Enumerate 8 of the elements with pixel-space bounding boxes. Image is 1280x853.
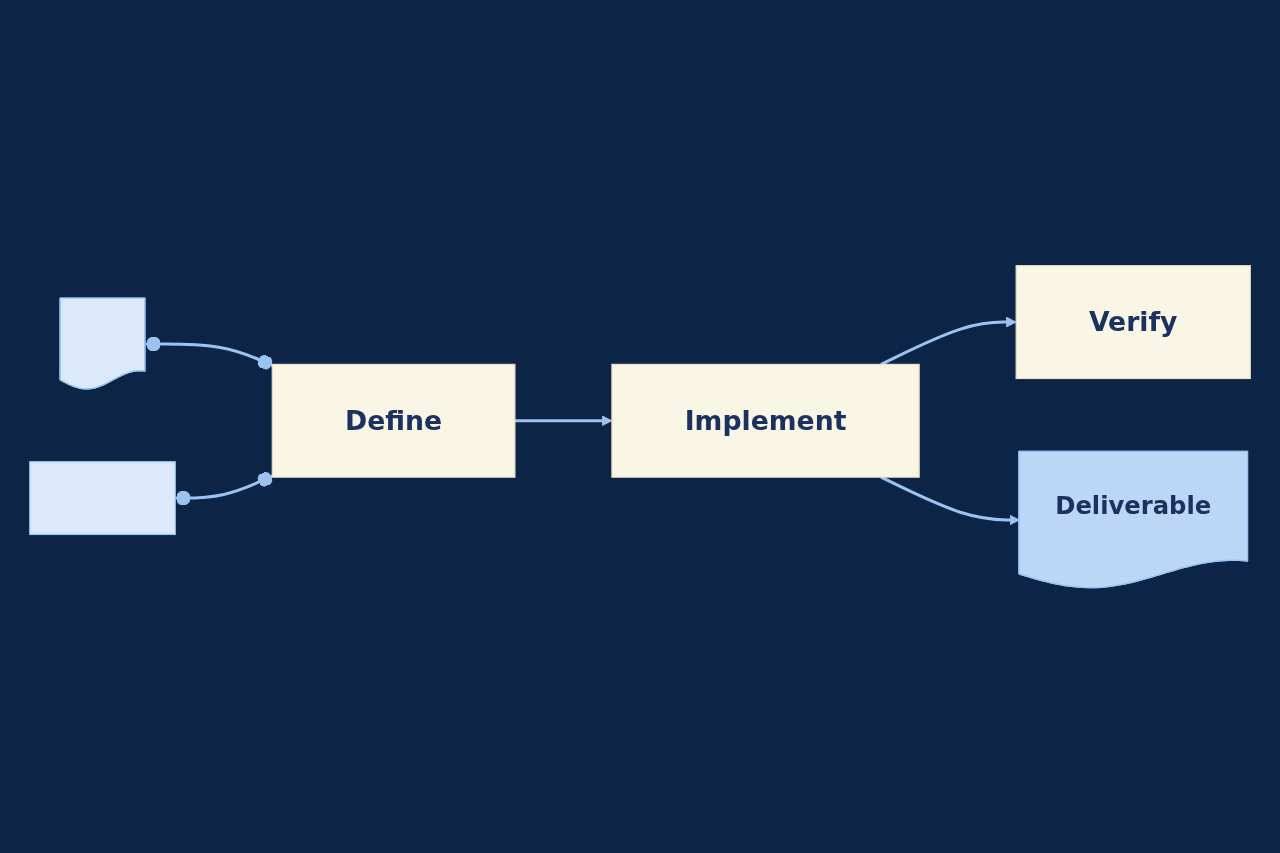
connector [175,471,273,506]
node-box: Define [271,363,516,478]
node-box: Implement [611,363,920,478]
node-box [29,460,176,535]
arrow [880,316,1017,366]
connector [145,336,273,370]
arrow [880,475,1020,526]
node-box: Verify [1015,264,1251,379]
